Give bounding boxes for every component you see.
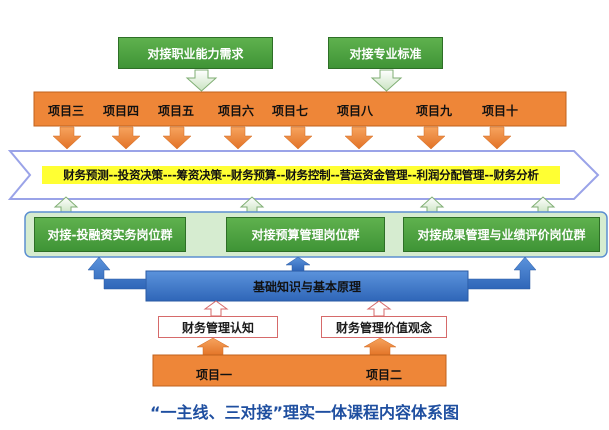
projects-bar-top [33, 91, 567, 127]
awareness-label: 财务管理认知 [181, 320, 254, 335]
project-3-label: 项目三 [48, 104, 85, 118]
values-label: 财务管理价值观念 [335, 320, 432, 335]
project-1-label: 项目一 [196, 368, 233, 382]
arrow-standard-down [370, 69, 403, 92]
values-box: 财务管理价值观念 [321, 316, 447, 338]
project-4-label: 项目四 [103, 104, 140, 118]
projects-bar-bottom [152, 354, 447, 387]
project-8-label: 项目八 [337, 104, 374, 118]
foundation-bar [145, 270, 469, 302]
project-2-label: 项目二 [366, 368, 403, 382]
diagram-caption: “一主线、三对接”理实一体课程内容体系图 [149, 403, 460, 422]
career-ability-label: 对接职业能力需求 [147, 46, 244, 61]
budget-management-group: 对接预算管理岗位群 [226, 217, 385, 252]
blue-arrow-left [87, 256, 147, 290]
awareness-box: 财务管理认知 [158, 316, 278, 338]
professional-standard-label: 对接专业标准 [349, 46, 422, 61]
investment-financing-label: 对接-投融资实务岗位群 [47, 228, 173, 242]
arrow-cognition-right-up [366, 300, 392, 317]
project-6-label: 项目六 [218, 104, 255, 118]
investment-financing-group: 对接-投融资实务岗位群 [34, 217, 186, 252]
budget-management-label: 对接预算管理岗位群 [251, 228, 360, 242]
arrow-project2-up [363, 337, 397, 357]
performance-evaluation-group: 对接成果管理与业绩评价岗位群 [403, 217, 600, 252]
foundation-label: 基础知识与基本原理 [252, 279, 361, 294]
blue-arrow-right [467, 256, 537, 290]
arrow-career-down [185, 69, 218, 92]
professional-standard-box: 对接专业标准 [328, 37, 443, 69]
orange-down-arrows [52, 126, 512, 150]
project-9-label: 项目九 [416, 104, 453, 118]
project-5-label: 项目五 [158, 104, 195, 118]
career-ability-box: 对接职业能力需求 [118, 37, 273, 69]
foundation-text: 基础知识与基本原理 [146, 271, 468, 301]
arrow-project1-up [196, 337, 230, 357]
performance-evaluation-label: 对接成果管理与业绩评价岗位群 [417, 228, 586, 242]
blue-arrow-middle [285, 256, 311, 272]
project-7-label: 项目七 [272, 104, 309, 118]
arrow-cognition-left-up [203, 300, 229, 317]
main-line-text: 财务预测--投资决策---筹资决策--财务预算--财务控制--营运资金管理--利… [42, 166, 560, 184]
project-10-label: 项目十 [482, 104, 519, 118]
